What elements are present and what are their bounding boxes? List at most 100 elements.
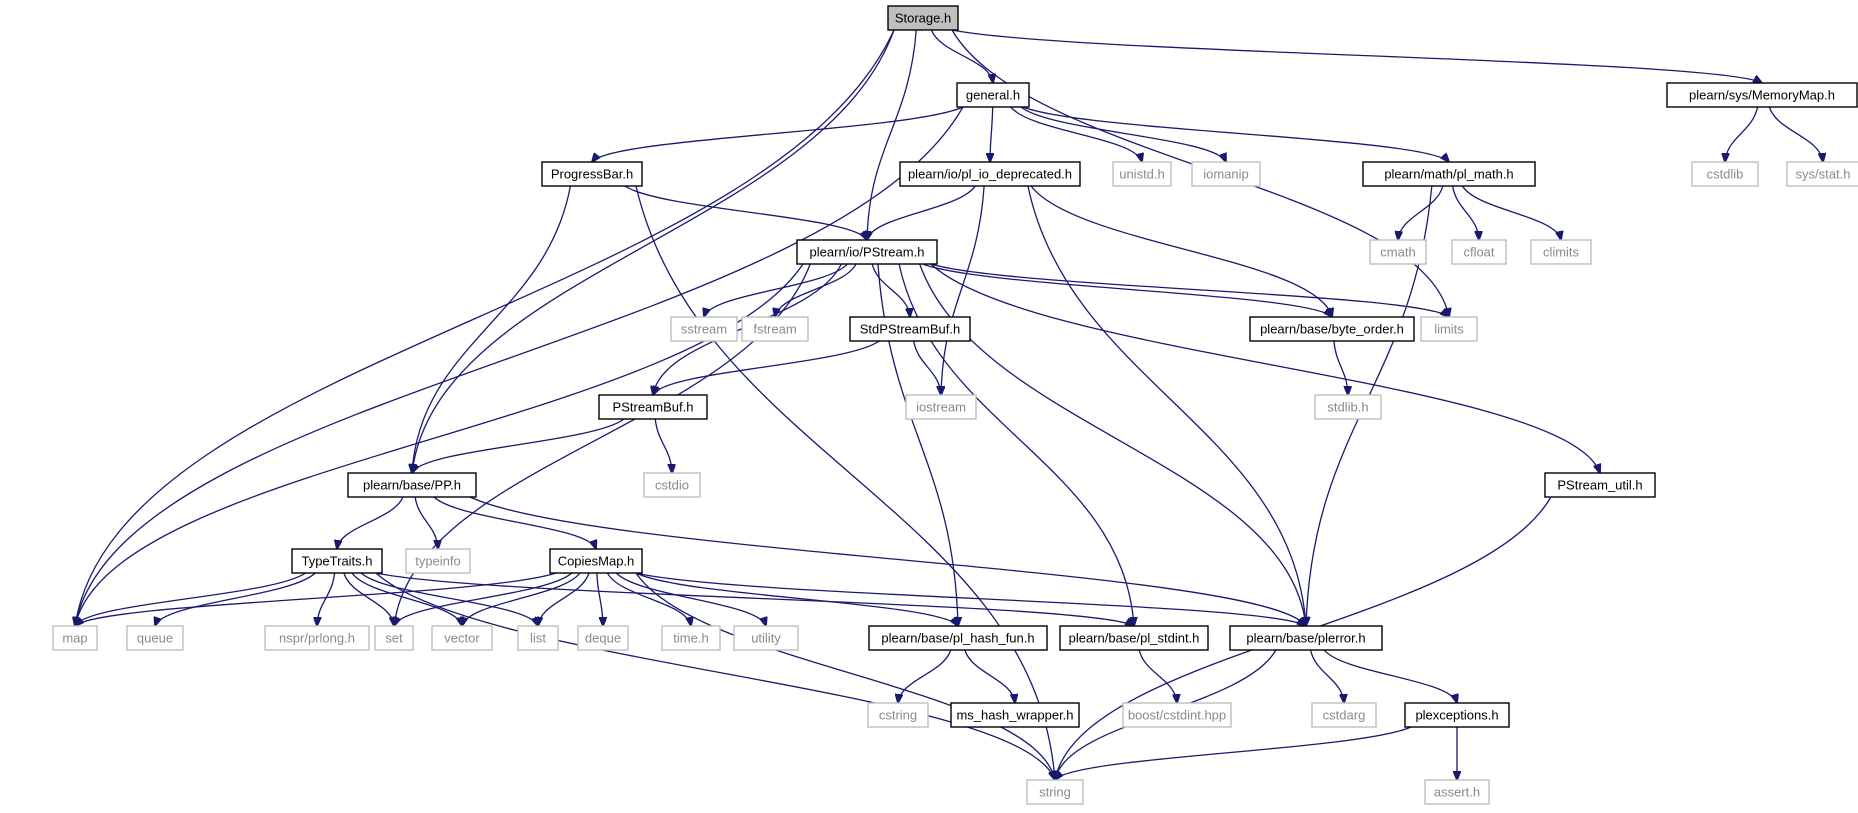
node-label: limits — [1434, 322, 1464, 337]
edge-plexc-to-string — [1055, 726, 1412, 780]
edge-pstreambuf-to-cstdio — [654, 418, 672, 473]
node-label: assert.h — [1434, 785, 1480, 800]
edge-typetraits-to-prlong — [317, 572, 336, 626]
node-label: cmath — [1380, 245, 1415, 260]
node-label: typeinfo — [415, 554, 461, 569]
edge-typetraits-to-set — [343, 572, 394, 626]
edge-copiesmap-to-vector — [462, 572, 581, 626]
node-cstdarg: cstdarg — [1311, 702, 1377, 728]
node-label: unistd.h — [1119, 167, 1165, 182]
node-box — [405, 548, 471, 574]
node-label: plearn/base/plerror.h — [1246, 631, 1365, 646]
node-asserth: assert.h — [1424, 779, 1490, 805]
edge-typetraits-to-vector — [351, 572, 462, 626]
node-box — [1362, 161, 1536, 187]
edge-storage-to-pstream — [867, 29, 917, 240]
node-string: string — [1026, 779, 1084, 805]
node-climits: climits — [1530, 239, 1592, 265]
node-pp[interactable]: plearn/base/PP.h — [347, 472, 477, 498]
node-prlong: nspr/prlong.h — [264, 625, 370, 651]
node-storage[interactable]: Storage.h — [887, 5, 959, 31]
node-box — [733, 625, 799, 651]
node-layer: Storage.h general.h plearn/sys/MemoryMap.h… — [52, 5, 1858, 805]
node-label: vector — [444, 631, 480, 646]
edge-general-to-iomanip — [1020, 106, 1226, 162]
node-box — [549, 548, 643, 574]
edge-memmap-to-cstdlib — [1725, 106, 1759, 162]
node-label: set — [385, 631, 403, 646]
node-label: general.h — [966, 88, 1020, 103]
node-box — [1229, 625, 1383, 651]
node-box — [950, 702, 1080, 728]
node-general[interactable]: general.h — [956, 82, 1030, 108]
edge-pstream-to-stdpsb — [871, 263, 910, 317]
node-label: deque — [585, 631, 621, 646]
node-label: cstdio — [655, 478, 689, 493]
node-label: cstdlib — [1707, 167, 1744, 182]
node-box — [1059, 625, 1209, 651]
edge-pstream-to-byteorder — [922, 263, 1332, 317]
node-sysstat: sys/stat.h — [1786, 161, 1858, 187]
node-stdlibh: stdlib.h — [1314, 394, 1382, 420]
node-mshash[interactable]: ms_hash_wrapper.h — [950, 702, 1080, 728]
edge-stdpsb-to-iostream — [913, 340, 941, 395]
node-box — [796, 239, 938, 265]
node-box — [1191, 161, 1261, 187]
edge-copiesmap-to-string — [635, 572, 1055, 780]
node-box — [1404, 702, 1510, 728]
node-memmap[interactable]: plearn/sys/MemoryMap.h — [1666, 82, 1858, 108]
edge-pp-to-typeinfo — [414, 496, 438, 549]
edge-pliodep-to-pstream — [867, 185, 976, 240]
node-box — [126, 625, 184, 651]
node-plstdint[interactable]: plearn/base/pl_stdint.h — [1059, 625, 1209, 651]
node-vector: vector — [431, 625, 493, 651]
edge-pstreambuf-to-pp — [412, 418, 625, 473]
node-cmath: cmath — [1369, 239, 1427, 265]
node-label: stdlib.h — [1327, 400, 1368, 415]
node-box — [517, 625, 559, 651]
edge-pp-to-typetraits — [337, 496, 404, 549]
node-limits: limits — [1420, 316, 1478, 342]
edge-general-to-plmath — [1022, 106, 1449, 162]
node-box — [1424, 779, 1490, 805]
node-box — [264, 625, 370, 651]
edge-general-to-unistd — [1010, 106, 1142, 162]
edge-typetraits-to-plstdint — [375, 572, 1134, 626]
node-box — [1122, 702, 1232, 728]
node-box — [577, 625, 629, 651]
node-box — [541, 161, 643, 187]
node-psutil[interactable]: PStream_util.h — [1544, 472, 1656, 498]
node-pstream[interactable]: plearn/io/PStream.h — [796, 239, 938, 265]
node-hashfun[interactable]: plearn/base/pl_hash_fun.h — [868, 625, 1048, 651]
node-label: plearn/base/pl_hash_fun.h — [881, 631, 1034, 646]
node-box — [1369, 239, 1427, 265]
node-label: cfloat — [1463, 245, 1494, 260]
node-box — [887, 5, 959, 31]
node-copiesmap[interactable]: CopiesMap.h — [549, 548, 643, 574]
node-label: plearn/io/pl_io_deprecated.h — [908, 167, 1072, 182]
edge-hashfun-to-mshash — [964, 649, 1015, 703]
node-plerror[interactable]: plearn/base/plerror.h — [1229, 625, 1383, 651]
edge-general-to-map — [75, 106, 964, 626]
edge-copiesmap-to-hashfun — [635, 572, 958, 626]
edge-plerror-to-cstdarg — [1309, 649, 1344, 703]
node-label: plearn/base/PP.h — [363, 478, 461, 493]
node-box — [1026, 779, 1084, 805]
node-utility: utility — [733, 625, 799, 651]
node-typetraits[interactable]: TypeTraits.h — [291, 548, 383, 574]
node-byteorder[interactable]: plearn/base/byte_order.h — [1249, 316, 1415, 342]
node-pliodep[interactable]: plearn/io/pl_io_deprecated.h — [899, 161, 1081, 187]
node-plmath[interactable]: plearn/math/pl_math.h — [1362, 161, 1536, 187]
node-label: PStream_util.h — [1557, 478, 1642, 493]
node-label: nspr/prlong.h — [279, 631, 355, 646]
node-plexc[interactable]: plexceptions.h — [1404, 702, 1510, 728]
node-stdpsb[interactable]: StdPStreamBuf.h — [849, 316, 971, 342]
node-iomanip: iomanip — [1191, 161, 1261, 187]
node-pstreambuf[interactable]: PStreamBuf.h — [598, 394, 708, 420]
edge-copiesmap-to-plerror — [635, 572, 1306, 626]
edge-pliodep-to-plerror — [1027, 185, 1306, 626]
node-box — [1249, 316, 1415, 342]
node-box — [1314, 394, 1382, 420]
edge-pstream-to-plerror — [919, 263, 1306, 626]
node-progress[interactable]: ProgressBar.h — [541, 161, 643, 187]
